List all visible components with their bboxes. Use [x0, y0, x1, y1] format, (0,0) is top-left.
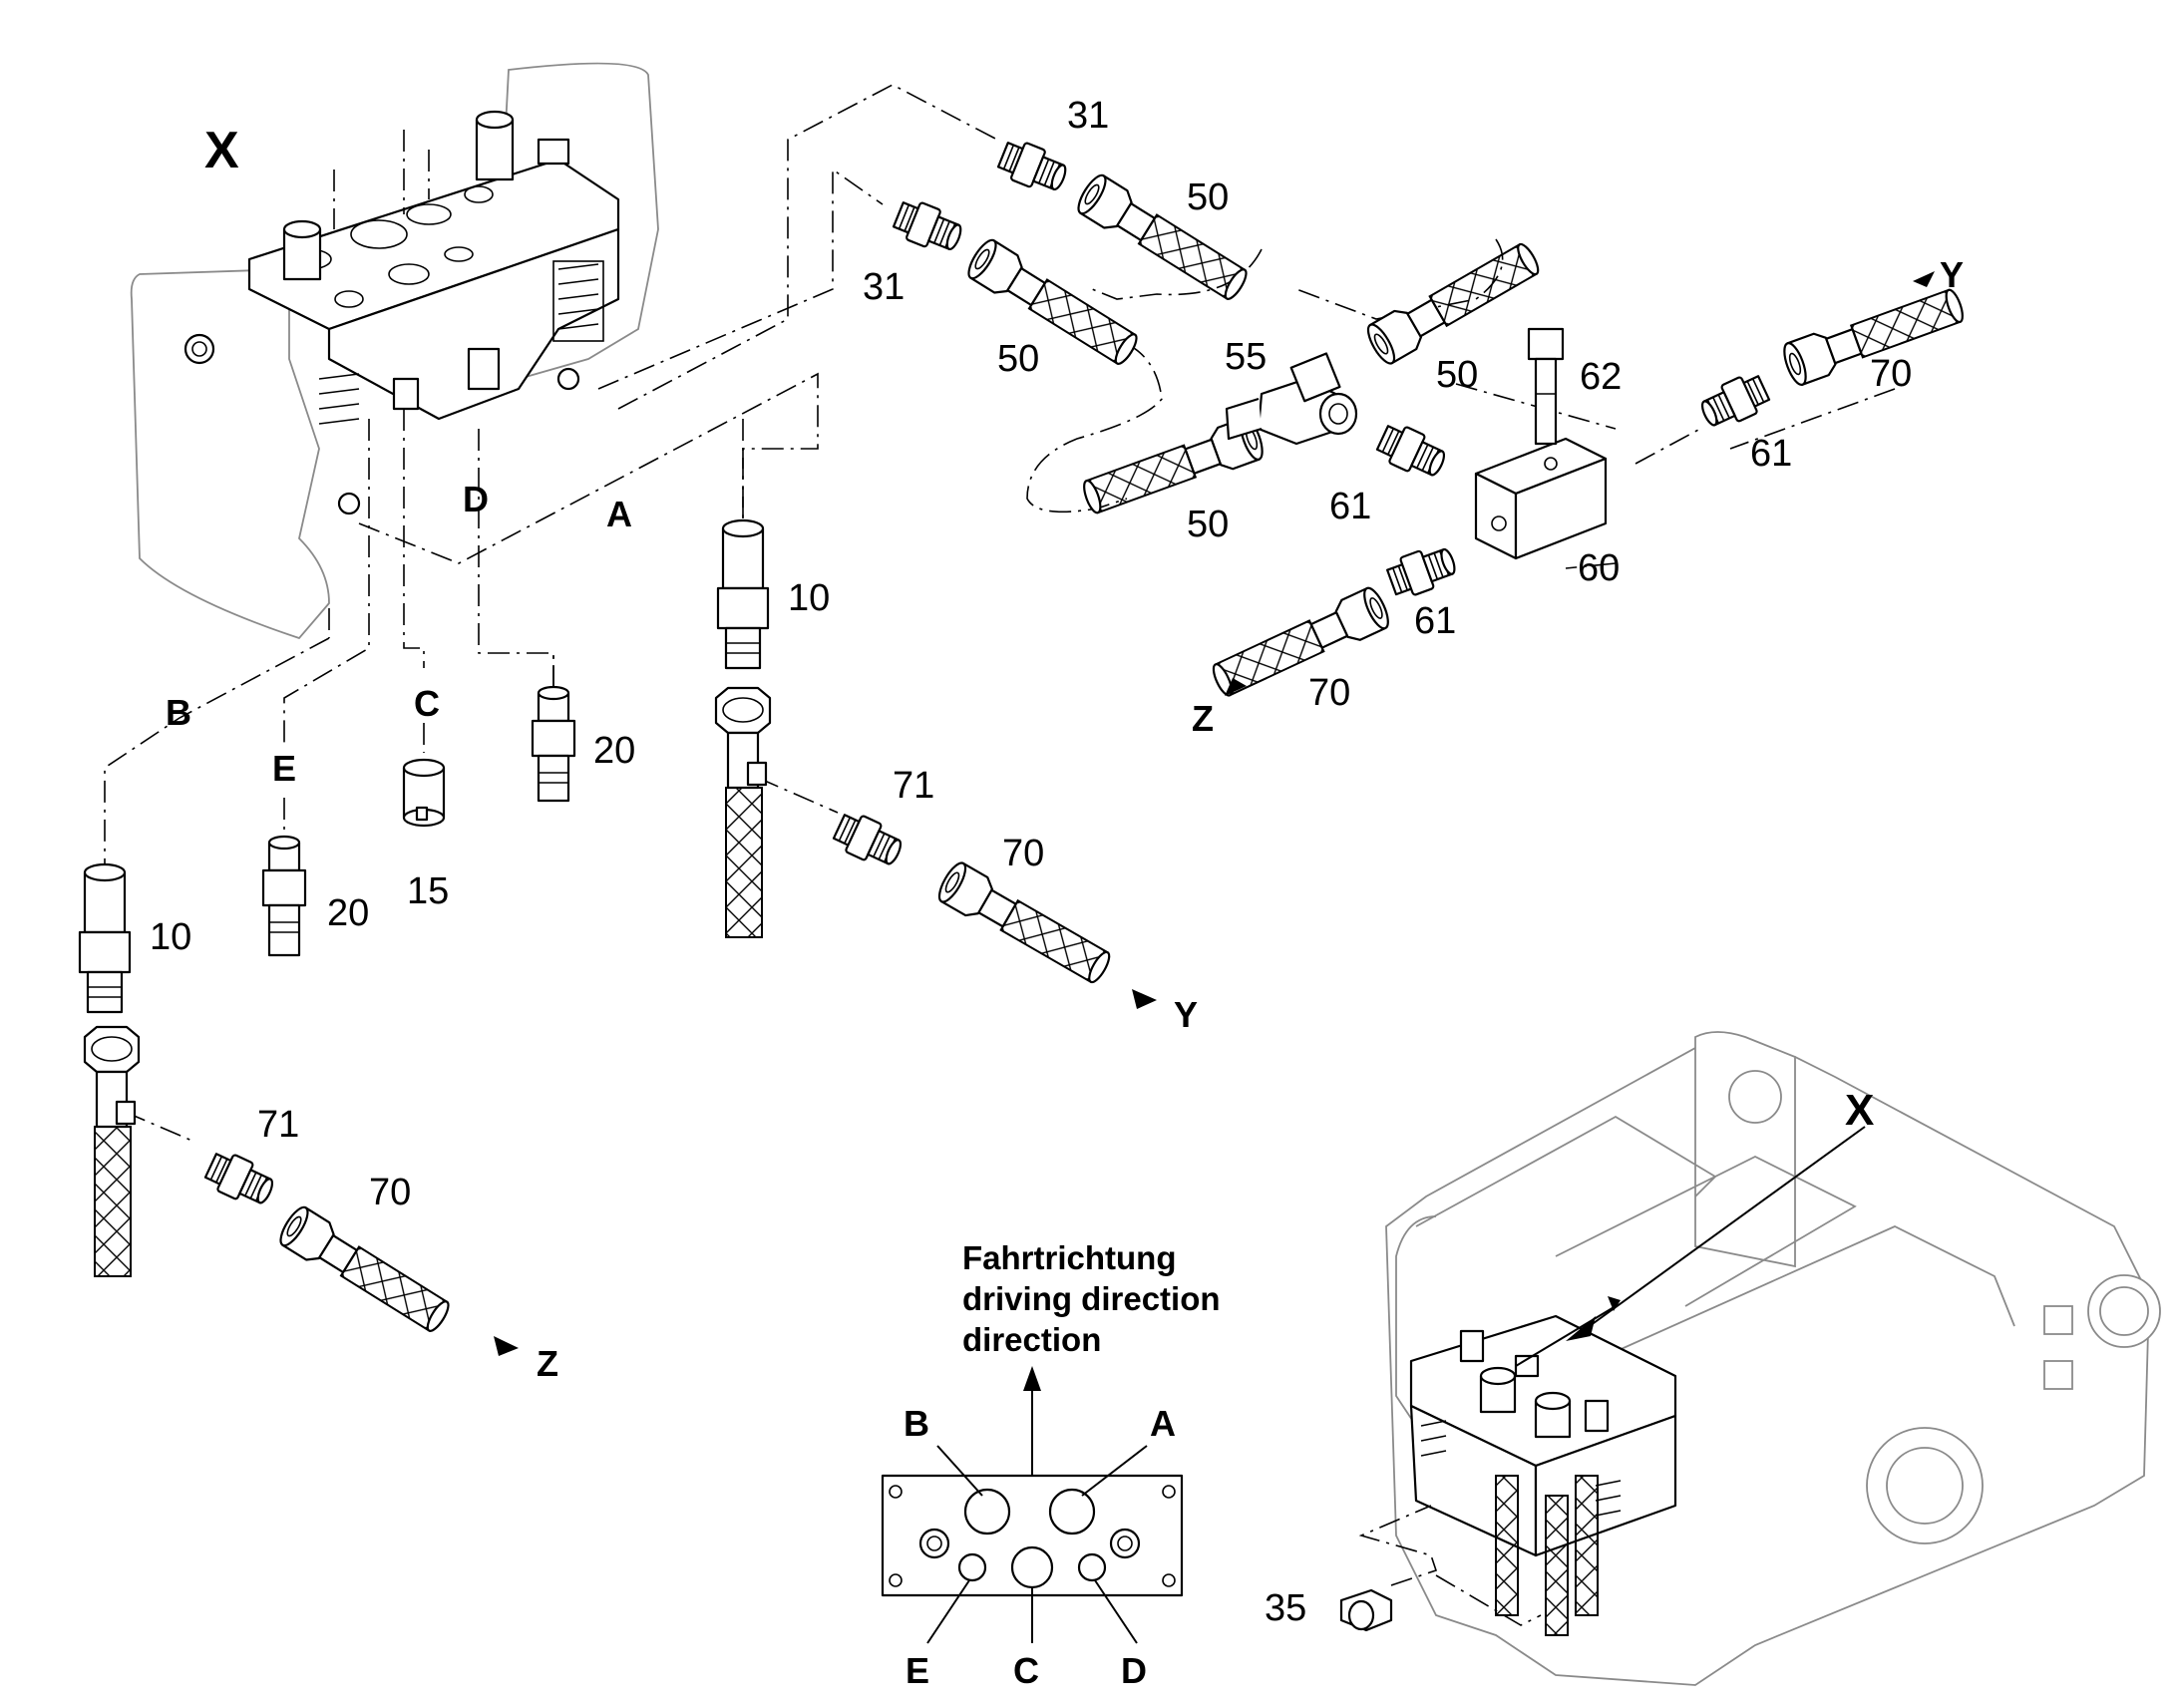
label-61-lower: 61 — [1414, 600, 1456, 642]
label-62: 62 — [1580, 356, 1622, 398]
outlet-y-lower: Y — [1174, 994, 1198, 1035]
hose-70-z-lower — [274, 1202, 457, 1340]
port-b-label: B — [166, 692, 191, 733]
label-20-upper: 20 — [593, 730, 635, 772]
port-c-label: C — [414, 683, 440, 724]
label-60: 60 — [1578, 547, 1620, 589]
port-e-label: E — [272, 748, 296, 789]
direction-plate — [881, 1366, 1184, 1644]
label-10-lower: 10 — [150, 916, 191, 958]
banjo-hose-lower — [83, 1025, 141, 1277]
part-number-labels: 31 31 50 50 50 50 55 62 70 61 61 60 61 7… — [150, 95, 1912, 1629]
label-70-z-lower: 70 — [369, 1172, 411, 1213]
banjo-hose-upper — [714, 686, 772, 938]
direction-caption: Fahrtrichtung driving direction directio… — [962, 1239, 1221, 1358]
label-35: 35 — [1265, 1587, 1306, 1629]
label-70-z: 70 — [1308, 672, 1350, 714]
plate-port-d: D — [1121, 1650, 1147, 1691]
fitting-20-lower — [261, 835, 307, 957]
nipple-61-lower — [1383, 539, 1461, 602]
fitting-10-lower — [78, 862, 132, 1014]
label-70-upper: 70 — [1870, 353, 1912, 395]
direction-line-1: Fahrtrichtung — [962, 1239, 1176, 1276]
label-70-y: 70 — [1002, 833, 1044, 874]
label-50-a: 50 — [1187, 176, 1229, 218]
cap-15 — [402, 758, 446, 828]
plate-port-a: A — [1150, 1403, 1176, 1444]
label-71-lower: 71 — [257, 1104, 299, 1146]
outlet-y-upper: Y — [1940, 254, 1964, 295]
nipple-31-upper — [994, 135, 1072, 199]
view-label-x-detail: X — [1845, 1086, 1874, 1135]
arrow-z-mid-icon — [1225, 678, 1247, 696]
label-15: 15 — [407, 870, 449, 912]
label-61-right: 61 — [1750, 433, 1792, 475]
label-10-upper: 10 — [788, 577, 830, 619]
hose-50-c — [1361, 235, 1546, 369]
fitting-20-upper — [531, 685, 576, 803]
bolt-62 — [1527, 327, 1565, 446]
direction-line-2: driving direction — [962, 1280, 1221, 1317]
nipple-31-lower — [890, 194, 967, 259]
quick-coupler-detail-view — [1339, 1031, 2161, 1686]
arrow-y-upper-icon — [1913, 271, 1935, 287]
label-50-b: 50 — [997, 338, 1039, 380]
arrow-y-lower-icon — [1132, 989, 1157, 1009]
port-letter-labels: D A B C E Y Z Y Z B A E C D X — [166, 254, 1964, 1691]
nipple-61-right — [1695, 368, 1774, 435]
nipple-71-upper — [829, 807, 908, 873]
fitting-10-upper — [716, 518, 770, 670]
plate-port-c: C — [1013, 1650, 1039, 1691]
view-label-x-main: X — [204, 122, 239, 179]
leader-lines — [104, 84, 1896, 1143]
label-50-d: 50 — [1187, 504, 1229, 545]
plate-port-b: B — [904, 1403, 929, 1444]
label-31-lower: 31 — [863, 266, 905, 308]
nipple-61-tee — [1372, 418, 1451, 485]
valve-block-main-view — [130, 62, 659, 640]
hose-70-y — [932, 857, 1117, 991]
tee-fitting-55 — [1225, 352, 1358, 446]
label-55: 55 — [1225, 336, 1267, 378]
label-71-upper: 71 — [893, 765, 934, 807]
distributor-block-60 — [1474, 437, 1608, 560]
arrow-z-lower-icon — [494, 1336, 519, 1356]
hose-50-b — [962, 235, 1145, 373]
direction-line-3: direction — [962, 1321, 1101, 1358]
label-61-tee: 61 — [1329, 486, 1371, 527]
outlet-z-lower: Z — [537, 1343, 558, 1384]
label-31-upper: 31 — [1067, 95, 1109, 137]
plate-port-e: E — [906, 1650, 929, 1691]
port-d-label: D — [463, 479, 489, 519]
nipple-71-lower — [200, 1146, 279, 1212]
outlet-z-mid: Z — [1192, 698, 1214, 739]
port-a-label: A — [606, 494, 632, 534]
label-20-lower: 20 — [327, 892, 369, 934]
label-50-c: 50 — [1436, 354, 1478, 396]
